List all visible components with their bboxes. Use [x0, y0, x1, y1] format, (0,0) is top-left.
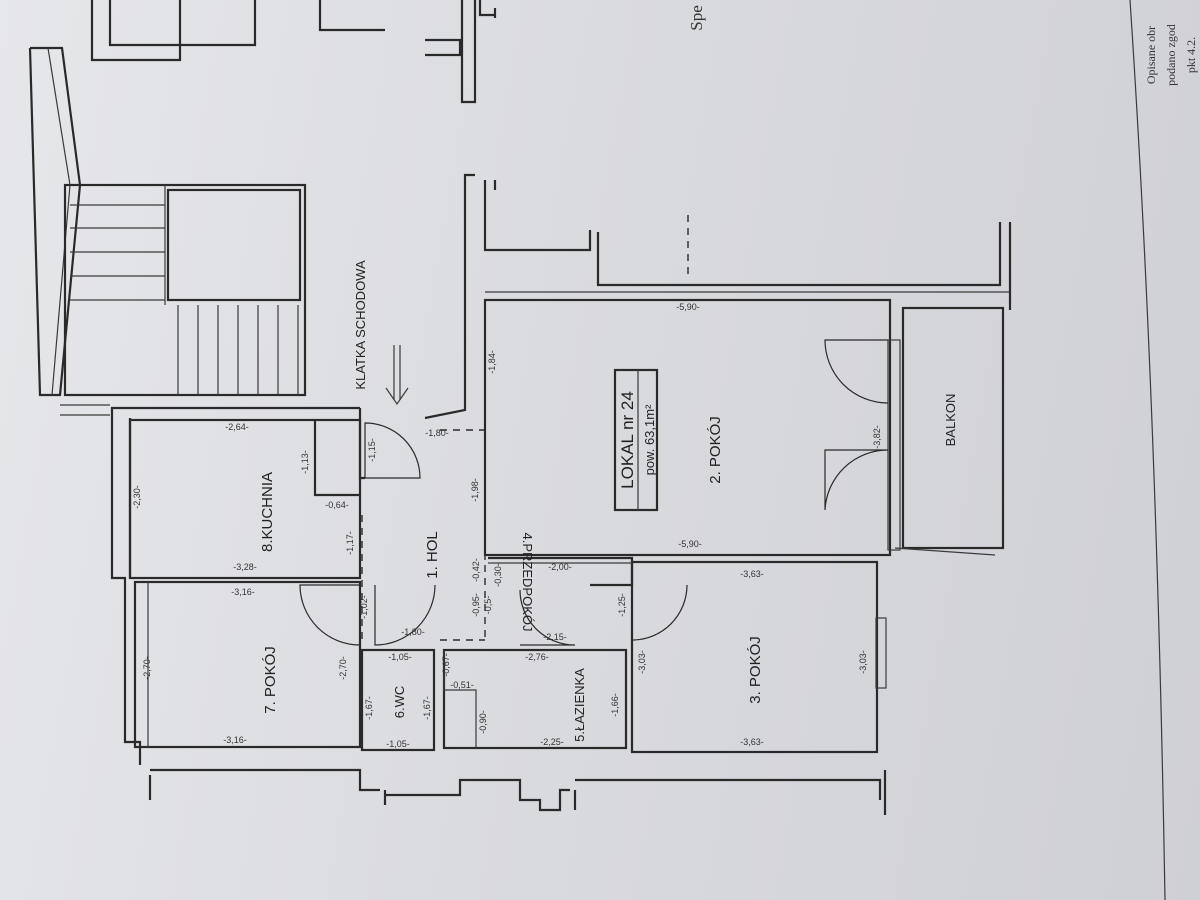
stairwell-structure [28, 0, 497, 416]
paper-edge [1129, 0, 1166, 900]
room-label-przedpokoj: 4.PRZEDPOKÓJ [520, 533, 535, 632]
margin-note-heading: Spe [687, 5, 706, 31]
dimension-label: -1,17- [345, 531, 355, 555]
dimension-label: -5,90- [678, 539, 702, 549]
room-label-lazienka: 5.ŁAZIENKA [572, 668, 587, 742]
dimension-label: -1,67- [422, 696, 432, 720]
dimension-label: -3,03- [637, 650, 647, 674]
stairwell-label: KLATKA SCHODOWA [353, 260, 368, 390]
dimension-label: -1,80- [401, 627, 425, 637]
dimension-label: -0,30- [493, 563, 503, 587]
unit-title-box: LOKAL nr 24 pow. 63,1m² [613, 368, 659, 512]
dimension-label: -1,02- [359, 595, 369, 619]
dimension-label: -2,76- [525, 652, 549, 662]
dimension-label: -2,30- [132, 485, 142, 509]
unit-area: pow. 63,1m² [642, 404, 657, 475]
room-label-kuchnia: 8.KUCHNIA [259, 472, 276, 552]
stair-flight-outline [63, 183, 307, 397]
dimension-label: -3,03- [858, 650, 868, 674]
dimension-label: -3,82- [872, 425, 882, 449]
margin-notes: Spe Opisane obr podano zgod pkt 4.2. [687, 5, 1198, 86]
dimension-label: -1,80- [425, 428, 449, 438]
dimension-label: -3,16- [231, 587, 255, 597]
room-label-hol: 1. HOL [424, 531, 441, 579]
room-label-pokoj-7: 7. POKÓJ [262, 646, 279, 714]
dimension-label: -2,00- [548, 562, 572, 572]
room-label-pokoj-2: 2. POKÓJ [707, 416, 724, 484]
entrance-arrow-icon [385, 345, 409, 406]
margin-note-line: podano zgod [1164, 24, 1178, 86]
dimension-label: -2,64- [225, 422, 249, 432]
unit-title: LOKAL nr 24 [618, 391, 637, 489]
dimension-label: -3,63- [740, 569, 764, 579]
dimension-label: -1,25- [617, 593, 627, 617]
dimension-label: -0,51- [450, 680, 474, 690]
dimension-label: -2,15- [543, 632, 567, 642]
dimension-label: -3,63- [740, 737, 764, 747]
dimension-label: -0,42- [471, 558, 481, 582]
dimension-label: -2,25- [540, 737, 564, 747]
dimension-label: -2,70- [142, 656, 152, 680]
dimension-label: -1,05- [386, 739, 410, 749]
margin-note-line: pkt 4.2. [1184, 37, 1198, 73]
dimension-label: -1,13- [300, 450, 310, 474]
room-label-wc: 6.WC [392, 686, 407, 719]
dimension-label: -3,28- [233, 562, 257, 572]
dimension-label: -1,05- [388, 652, 412, 662]
dimension-label: -1,98- [470, 478, 480, 502]
room-label-balkon: BALKON [943, 394, 958, 447]
dimension-label: -1,66- [610, 693, 620, 717]
dimension-label: -0,95- [471, 593, 481, 617]
apartment-walls [110, 173, 1012, 815]
margin-note-line: Opisane obr [1144, 26, 1158, 84]
dimension-label: -0,5- [483, 596, 493, 615]
dimension-label: -1,67- [364, 696, 374, 720]
stair-landing [166, 188, 302, 302]
dimension-label: -0,90- [478, 710, 488, 734]
dimension-labels: -5,90- -5,90- -1,84- -1,98- -3,82- -1,80… [132, 302, 882, 749]
dimension-label: -1,84- [487, 350, 497, 374]
doors [299, 339, 889, 646]
dimension-label: -2,70- [338, 656, 348, 680]
dimension-label: -1,15- [367, 438, 377, 462]
dimension-label: -3,16- [223, 735, 247, 745]
dimension-label: -0,64- [325, 500, 349, 510]
room-label-pokoj-3: 3. POKÓJ [747, 636, 764, 704]
dimension-label: -5,90- [676, 302, 700, 312]
dimension-label: -0,67- [441, 653, 451, 677]
